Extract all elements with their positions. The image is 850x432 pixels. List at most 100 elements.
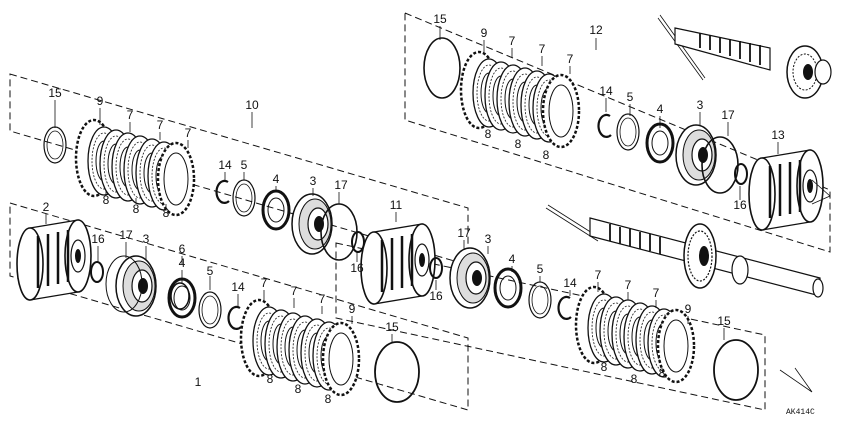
leader-lines — [45, 26, 779, 342]
callout-9: 9 — [685, 302, 692, 316]
callout-3: 3 — [485, 232, 492, 246]
callout-8: 8 — [601, 360, 608, 374]
piston-3-d — [675, 124, 717, 186]
callout-2: 2 — [43, 200, 50, 214]
callout-4: 4 — [273, 172, 280, 186]
callout-14: 14 — [218, 158, 232, 172]
o-ring-16-a — [351, 231, 365, 253]
callout-8: 8 — [485, 127, 492, 141]
snap-ring-15-b — [713, 339, 759, 401]
thrust-washer-5-c — [198, 291, 222, 329]
callout-7: 7 — [185, 126, 192, 140]
clutch-drum-11 — [359, 222, 437, 306]
callout-3: 3 — [310, 174, 317, 188]
o-ring-16-d — [734, 163, 748, 185]
callout-5: 5 — [241, 158, 248, 172]
callout-4: 4 — [179, 256, 186, 270]
callout-16: 16 — [91, 232, 105, 246]
callout-7: 7 — [595, 268, 602, 282]
piston-3-a — [291, 193, 333, 255]
callout-15: 15 — [48, 86, 62, 100]
callout-7: 7 — [157, 118, 164, 132]
thrust-washer-5-b — [528, 281, 552, 319]
snap-ring-15-d — [423, 37, 461, 99]
callout-1: 1 — [195, 375, 202, 389]
callout-15: 15 — [717, 314, 731, 328]
callout-8: 8 — [515, 137, 522, 151]
callout-16: 16 — [429, 289, 443, 303]
axis-arrows — [779, 179, 831, 393]
callout-17: 17 — [334, 178, 348, 192]
callout-5: 5 — [207, 264, 214, 278]
callout-9: 9 — [349, 302, 356, 316]
clutch-hub-13 — [747, 148, 825, 232]
spring-retainer-4-d — [645, 122, 675, 164]
o-ring-17-c — [105, 255, 143, 313]
callout-7: 7 — [625, 278, 632, 292]
thrust-washer-5-d — [616, 113, 640, 151]
callout-7: 7 — [261, 276, 268, 290]
mainshaft — [545, 204, 824, 298]
thrust-washer-5-a — [232, 179, 256, 217]
clutch-pack-a — [76, 120, 194, 215]
callout-7: 7 — [539, 42, 546, 56]
callout-8: 8 — [325, 392, 332, 406]
snap-ring-14-b — [557, 295, 573, 320]
callout-16: 16 — [733, 198, 747, 212]
piston-3-b — [449, 247, 491, 309]
callout-7: 7 — [127, 108, 134, 122]
snap-ring-15-c — [374, 341, 420, 403]
callout-3: 3 — [143, 232, 150, 246]
callout-9: 9 — [481, 26, 488, 40]
callout-7: 7 — [567, 52, 574, 66]
spring-retainer-4-a — [261, 189, 291, 231]
callout-14: 14 — [231, 280, 245, 294]
callout-8: 8 — [163, 206, 170, 220]
o-ring-6 — [170, 282, 190, 310]
callout-8: 8 — [631, 372, 638, 386]
callout-16: 16 — [350, 261, 364, 275]
callout-15: 15 — [433, 12, 447, 26]
callout-10: 10 — [245, 98, 259, 112]
piston-3-c — [115, 255, 157, 317]
callout-11: 11 — [390, 198, 403, 212]
clutch-drum-2 — [15, 218, 93, 302]
callout-7: 7 — [653, 286, 660, 300]
callout-8: 8 — [659, 366, 666, 380]
callout-4: 4 — [509, 252, 516, 266]
o-ring-16-b — [429, 257, 443, 279]
spring-retainer-4-c — [167, 277, 197, 319]
callout-8: 8 — [543, 148, 550, 162]
callout-8: 8 — [295, 382, 302, 396]
clutch-pack-d — [461, 52, 579, 147]
clutch-pack-b — [576, 287, 694, 382]
group-1-outline — [9, 202, 469, 411]
o-ring-16-c — [90, 261, 104, 283]
output-shaft — [657, 14, 832, 99]
callout-15: 15 — [385, 320, 399, 334]
drawing-code: AK414C — [786, 408, 815, 417]
callout-17: 17 — [119, 228, 133, 242]
snap-ring-14-c — [227, 305, 243, 330]
group-12-outline — [404, 12, 831, 253]
spring-retainer-4-b — [493, 267, 523, 309]
snap-ring-14-d — [597, 113, 613, 138]
callout-labels: 15 9 7 7 7 8 8 8 14 5 4 3 17 16 10 11 17… — [43, 12, 785, 406]
callout-14: 14 — [563, 276, 577, 290]
callout-5: 5 — [537, 262, 544, 276]
callout-8: 8 — [103, 193, 110, 207]
callout-5: 5 — [627, 90, 634, 104]
callout-17: 17 — [457, 226, 471, 240]
callout-12: 12 — [589, 23, 603, 37]
callout-4: 4 — [657, 102, 664, 116]
callout-3: 3 — [697, 98, 704, 112]
callout-8: 8 — [267, 372, 274, 386]
callout-8: 8 — [133, 202, 140, 216]
callout-14: 14 — [599, 84, 613, 98]
callout-7: 7 — [319, 292, 326, 306]
clutch-pack-c — [241, 300, 359, 395]
callout-7: 7 — [509, 34, 516, 48]
callout-7: 7 — [291, 284, 298, 298]
callout-6: 6 — [179, 242, 186, 256]
